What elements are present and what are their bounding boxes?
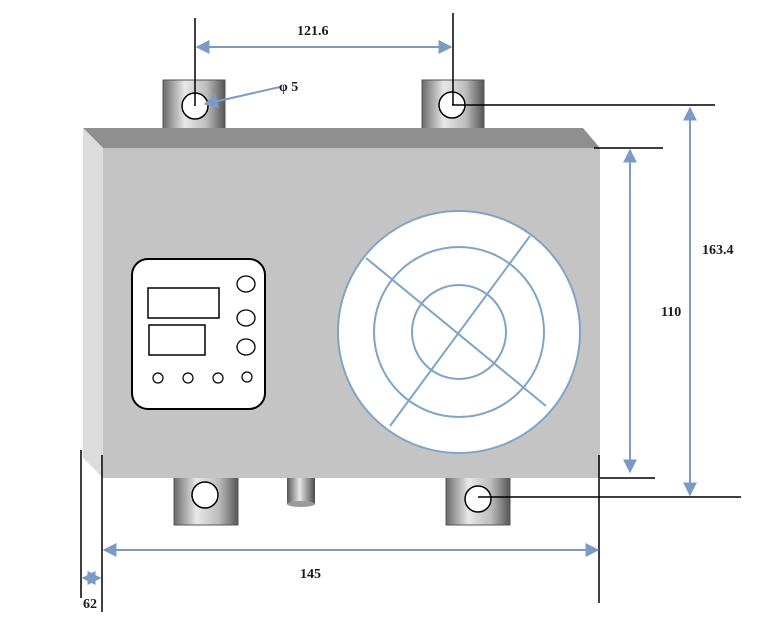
dim-label-overall-height: 163.4 — [702, 243, 734, 258]
enclosure-top-face — [83, 128, 600, 148]
top-left-bracket — [162, 79, 226, 131]
dim-label-depth: 62 — [83, 597, 97, 612]
dimension-lines — [81, 40, 697, 585]
enclosure-side-face — [83, 128, 103, 478]
display-upper — [147, 287, 220, 319]
dim-label-body-height: 110 — [661, 305, 681, 320]
extension-lines — [80, 13, 741, 612]
bottom-right-bracket — [445, 471, 511, 526]
bottom-button-1 — [152, 372, 164, 384]
control-panel-icon — [131, 258, 266, 410]
side-button-1 — [236, 275, 256, 293]
side-button-3 — [236, 338, 256, 356]
display-lower — [148, 324, 206, 356]
bottom-button-3 — [212, 372, 224, 384]
dim-label-top-spacing: 121.6 — [297, 24, 329, 39]
bottom-button-4 — [241, 371, 253, 383]
dim-label-body-width: 145 — [300, 567, 321, 582]
drain-port — [287, 476, 315, 507]
bottom-right-mount-hole — [464, 485, 492, 513]
bottom-left-bracket — [173, 471, 239, 526]
bottom-left-mount-hole — [191, 481, 219, 509]
fan-guard-icon — [337, 210, 581, 454]
dim-label-hole-diameter: φ 5 — [279, 80, 298, 95]
bottom-button-2 — [182, 372, 194, 384]
side-button-2 — [236, 309, 256, 327]
